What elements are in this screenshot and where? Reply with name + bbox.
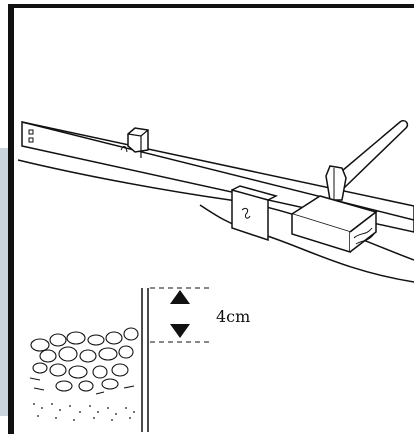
side-panel <box>0 148 8 416</box>
up-arrow-icon <box>170 290 190 304</box>
hammer-icon <box>290 119 409 254</box>
level-icon <box>120 127 149 158</box>
stake-block <box>231 185 279 242</box>
measurement-label: 4cm <box>216 307 250 326</box>
down-arrow-icon <box>170 324 190 338</box>
measuring-rod <box>141 288 149 432</box>
sand-specks <box>33 403 135 421</box>
ground-lower-line <box>199 204 414 283</box>
gravel-bed <box>29 327 139 395</box>
